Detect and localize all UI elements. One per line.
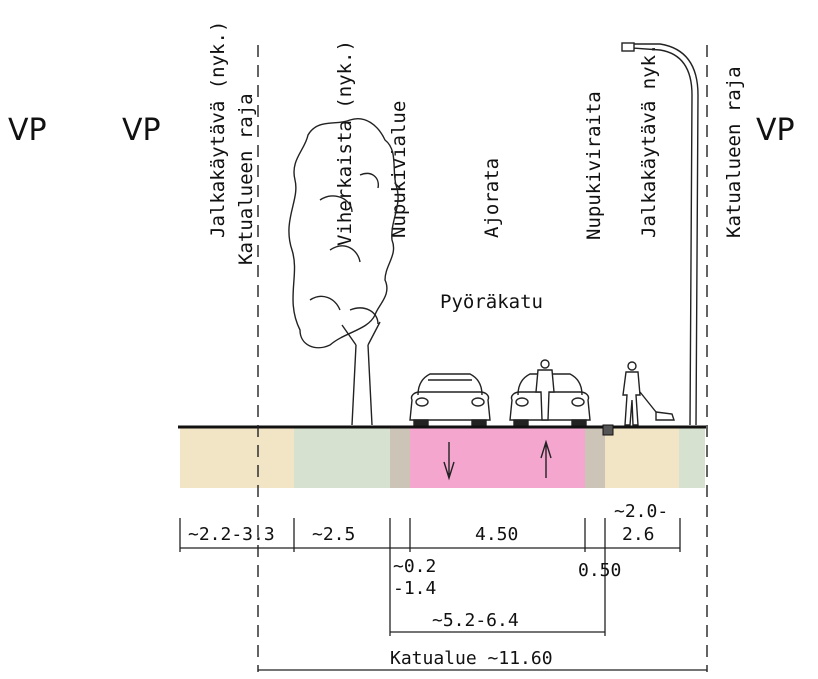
vp-label-right: VP [756,113,795,148]
pedestrian-illustration [622,361,675,426]
dim-sidewalk-left: ~2.2-3.3 [188,524,275,545]
dim-street-area: Katualue ~11.60 [390,648,553,669]
direction-arrows [443,439,552,481]
vp-label-left-outer: VP [8,113,47,148]
dimension-lines [179,518,707,671]
label-cobble-strip: Nupukiviraita [583,91,605,240]
car-illustration-1 [409,373,491,431]
dim-sidewalk-right-1: ~2.0- [614,501,668,522]
zone-green-strip [294,428,390,488]
label-cobble-area: Nupukivialue [388,101,410,238]
arrow-down [443,442,455,481]
label-street-boundary-right: Katualueen raja [723,66,745,238]
zone-green-right [679,428,705,488]
tree-illustration [288,118,399,426]
vp-label-left-inner: VP [122,113,161,148]
curb-stone [602,424,614,436]
dim-green-strip: ~2.5 [312,524,355,545]
zone-sidewalk-right [605,428,679,488]
dim-roadway-total: ~5.2-6.4 [432,610,519,631]
zone-cobble-right [585,428,605,488]
boundary-lines [257,45,708,672]
car-illustration-2 [509,373,591,431]
dim-cobble-left-1: ~0.2 [393,556,436,577]
street-lamp-illustration [621,42,699,426]
dim-roadway: 4.50 [475,524,518,545]
zone-sidewalk-left [180,428,294,488]
label-roadway: Ajorata [481,158,503,238]
dim-cobble-right: 0.50 [578,560,621,581]
zone-cobble-left [390,428,410,488]
label-sidewalk-right: Jalkakäytävä nyk. [638,44,660,238]
label-green-strip: Viherkaista (nyk.) [334,40,356,246]
cyclist-illustration [535,359,555,421]
zone-roadway [410,428,585,488]
label-street-boundary-left: Katualueen raja [235,93,257,265]
dim-sidewalk-right-2: 2.6 [622,524,655,545]
arrow-up [540,439,552,478]
dim-cobble-left-2: -1.4 [393,578,436,599]
street-type-label: Pyöräkatu [440,291,543,313]
cross-section-zones [180,428,705,488]
label-sidewalk-left: Jalkakäytävä (nyk.) [207,21,229,238]
